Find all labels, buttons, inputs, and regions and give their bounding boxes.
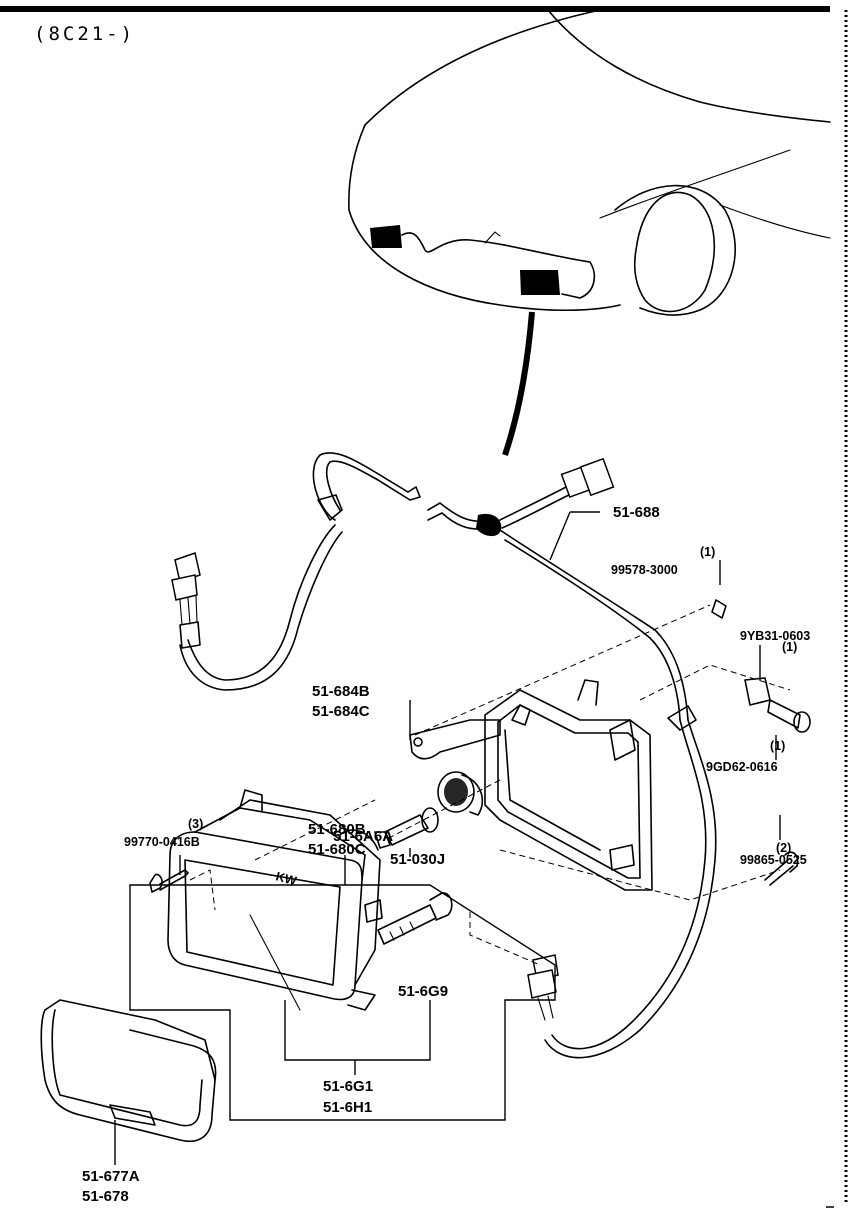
vehicle-front-illustration — [348, 9, 831, 456]
label-socket: 51-6A6A — [333, 828, 393, 845]
label-lens-g1: 51-6G1 — [323, 1078, 373, 1095]
label-bolt-qty: (1) — [770, 739, 785, 753]
label-bezel: 51-678 — [82, 1188, 129, 1205]
label-clip-qty: (1) — [700, 545, 715, 559]
label-screw-left-qty: (3) — [188, 817, 203, 831]
mounting-bracket — [409, 679, 653, 891]
fasteners — [149, 599, 811, 893]
label-screw-right-qty: (2) — [776, 841, 791, 855]
label-fog-lamp-c: 51-680C — [308, 841, 366, 858]
label-lens-h1: 51-6H1 — [323, 1099, 372, 1116]
assembly-guide-lines — [189, 604, 791, 966]
wiring-harness — [171, 452, 717, 1059]
leader-lines — [114, 511, 781, 1165]
label-bracket-c: 51-684C — [312, 703, 370, 720]
label-adjuster: 51-6G9 — [398, 983, 448, 1000]
fog-lamp-unit: KW — [167, 789, 383, 1011]
socket-bulb-adjuster — [374, 771, 484, 945]
model-code: (8C21-) — [34, 23, 135, 45]
page-frame — [0, 6, 848, 1208]
label-bracket-b: 51-684B — [312, 683, 370, 700]
label-bolt: 9GD62-0616 — [706, 760, 778, 774]
label-harness: 51-688 — [613, 504, 660, 521]
label-bezel-a: 51-677A — [82, 1168, 140, 1185]
label-bulb: 51-030J — [390, 851, 445, 868]
fog-lamp-bezel — [40, 999, 217, 1142]
label-screw-left: 99770-0416B — [124, 835, 200, 849]
label-nut-qty: (1) — [782, 640, 797, 654]
label-screw-right: 99865-0525 — [740, 853, 807, 867]
label-clip: 99578-3000 — [611, 563, 678, 577]
part-labels: 51-688 (1) 99578-3000 (1) 9YB31-0603 51-… — [82, 504, 810, 1205]
label-fog-lamp-b: 51-680B — [308, 821, 366, 838]
label-nut: 9YB31-0603 — [740, 629, 810, 643]
svg-text:KW: KW — [274, 869, 298, 888]
